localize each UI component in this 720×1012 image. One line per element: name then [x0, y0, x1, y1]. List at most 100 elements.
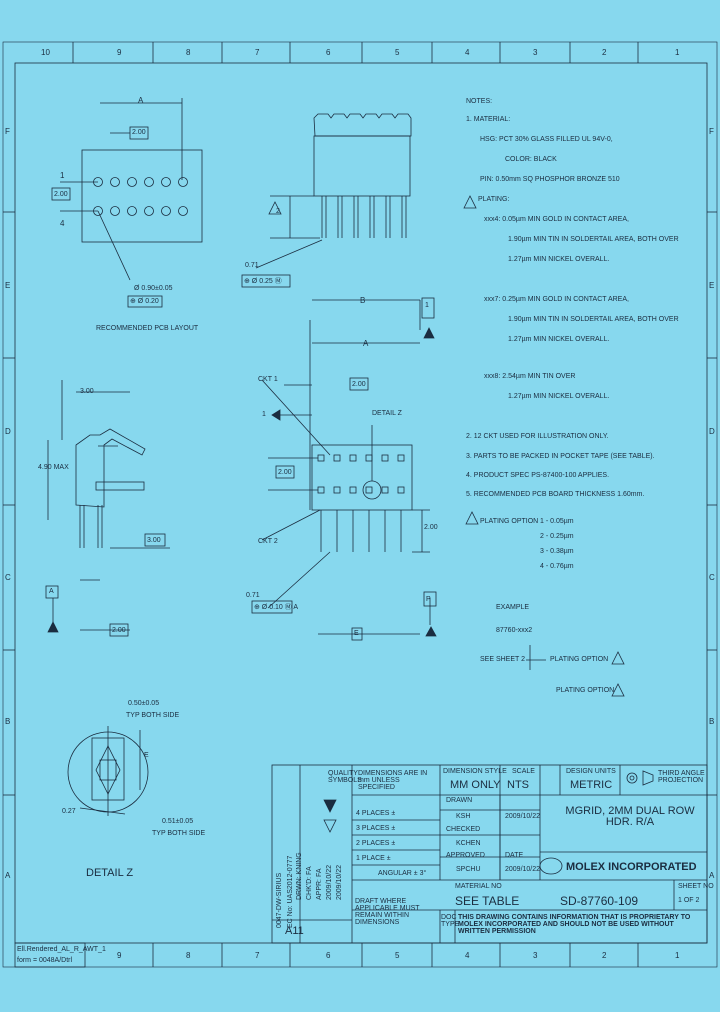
material-no: SEE TABLE [455, 894, 520, 908]
col-label: 8 [186, 48, 191, 57]
note-line: 4. PRODUCT SPEC PS-87400-100 APPLIES. [466, 472, 610, 479]
pitch-dimension: 2.00 [132, 129, 146, 136]
example-label: EXAMPLE [496, 604, 530, 611]
row-label: C [5, 573, 11, 582]
both-side-note: TYP BOTH SIDE [152, 830, 206, 837]
dimension-style-label: DIMENSION STYLE [443, 768, 507, 775]
plating-option-4: 4 - 0.76µm [540, 563, 574, 570]
scale-label: SCALE [512, 768, 535, 775]
date-line: 2009/10/22 [326, 864, 333, 900]
dim-b-label: B [360, 296, 366, 305]
approved-label: APPROVED [446, 852, 485, 859]
row-label: D [709, 427, 715, 436]
col-label: 7 [255, 951, 260, 960]
note-line: 1.90µm MIN TIN IN SOLDERTAIL AREA, BOTH … [508, 236, 679, 243]
note-line: 5. RECOMMENDED PCB BOARD THICKNESS 1.60m… [466, 491, 645, 498]
col-label: 6 [326, 951, 331, 960]
col-label: 10 [41, 48, 50, 57]
col-label: 6 [326, 48, 331, 57]
note-line: 3. PARTS TO BE PACKED IN POCKET TAPE (SE… [466, 453, 655, 460]
datum-label: 1 [425, 302, 429, 309]
note-line: COLOR: BLACK [505, 156, 557, 163]
note-line: 1.27µm MIN NICKEL OVERALL. [508, 336, 610, 343]
company-name: MOLEX INCORPORATED [566, 861, 697, 873]
plating-option-label: PLATING OPTION [550, 656, 609, 663]
tolerance-row: 1 PLACE ± [356, 855, 391, 862]
tolerance-row: 2 PLACES ± [356, 840, 396, 847]
draft-note: DRAFT WHERE APPLICABLE MUST REMAIN WITHI… [355, 898, 420, 926]
dim-a-label: A [363, 339, 369, 348]
col-label: 9 [117, 48, 122, 57]
drawn-by: DRWN: KNING [296, 852, 303, 900]
ckt2-label: CKT 2 [258, 538, 278, 545]
col-label: 4 [465, 951, 470, 960]
pcb-layout-caption: RECOMMENDED PCB LAYOUT [96, 325, 199, 332]
col-label: 3 [533, 48, 538, 57]
proprietary-notice: THIS DRAWING CONTAINS INFORMATION THAT I… [458, 914, 691, 935]
date-value: 2009/10/22 [505, 866, 541, 873]
row-label: D [5, 427, 11, 436]
note-line: xxx4: 0.05µm MIN GOLD IN CONTACT AREA, [484, 216, 629, 223]
lead-tolerance: ⊕ Ø 0.25 Ⓜ [244, 278, 282, 285]
checked-label: CHECKED [446, 826, 481, 833]
date-label: DATE [505, 852, 524, 859]
angular-tolerance: ANGULAR ± 3° [378, 870, 427, 877]
note-line: HSG: PCT 30% GLASS FILLED UL 94V-0, [480, 136, 613, 143]
pitch-dimension: 2.00 [352, 381, 366, 388]
form-label: form = 0048A/Dtrl [17, 957, 73, 964]
detail-dimension: 0.51±0.05 [162, 818, 194, 825]
col-label: 1 [675, 951, 680, 960]
side-dimension: 2.00 [424, 524, 438, 531]
pin-4-label: 4 [60, 219, 65, 228]
note-line: PIN: 0.50mm SQ PHOSPHOR BRONZE 510 [480, 176, 620, 183]
top-dimension: 3.00 [80, 388, 94, 395]
plating-dimension: 0.50±0.05 [128, 700, 160, 707]
sheet-label: SHEET NO [678, 883, 714, 890]
row-pitch-dimension: 2.00 [278, 469, 292, 476]
max-height-label: 4.90 MAX [38, 464, 69, 471]
pin-1-label: 1 [60, 171, 65, 180]
row-label: E [709, 281, 715, 290]
material-no-label: MATERIAL NO [455, 883, 502, 890]
datum-a-label: A [49, 588, 54, 595]
row-label: C [709, 573, 715, 582]
note-line: 1.27µm MIN NICKEL OVERALL. [508, 256, 610, 263]
notes-title: NOTES: [466, 98, 493, 105]
date-line: 2009/10/22 [336, 864, 343, 900]
dimension-style: MM ONLY [450, 779, 501, 791]
example-number: 87760-xxx2 [496, 627, 533, 634]
detail-ref: 0.27 [62, 808, 76, 815]
col-label: 9 [117, 951, 122, 960]
dimensions-note: DIMENSIONS ARE IN mm UNLESS SPECIFIED [358, 770, 428, 791]
col-label: 8 [186, 951, 191, 960]
col-label: 4 [465, 48, 470, 57]
datum-label: 1 [262, 411, 266, 418]
note-line: 1.27µm MIN NICKEL OVERALL. [508, 393, 610, 400]
col-label: 5 [395, 951, 400, 960]
col-label: 1 [675, 48, 680, 57]
design-units-label: DESIGN UNITS [566, 768, 616, 775]
scale-value: NTS [507, 779, 529, 791]
drawn-by-value: KSH [456, 813, 471, 820]
col-label: 5 [395, 48, 400, 57]
row-label: F [5, 127, 10, 136]
datum-p-label: P [426, 596, 431, 603]
note-line: xxx8: 2.54µm MIN TIN OVER [484, 373, 576, 380]
lead-ref-dimension: 0.71 [246, 592, 260, 599]
checked-by: CHK'D: FA [306, 866, 313, 900]
product-title: MGRID, 2MM DUAL ROW HDR. R/A [565, 805, 695, 828]
row-label: B [5, 717, 11, 726]
see-sheet-label: SEE SHEET 2 [480, 656, 526, 663]
row-label: A [5, 871, 11, 880]
checked-by-value: KCHEN [456, 840, 481, 847]
hole-diameter: Ø 0.90±0.05 [134, 285, 173, 292]
lead-tolerance: ⊕ Ø 0.10 Ⓜ A [254, 604, 298, 611]
sheet-number: 1 OF 2 [678, 897, 700, 904]
revision: A11 [285, 925, 304, 937]
note-line: PLATING: [478, 196, 510, 203]
row-label: B [709, 717, 715, 726]
row-label: A [709, 871, 715, 880]
bottom-dimension: 3.00 [147, 537, 161, 544]
file-name: Ell.Rendered_AL_R_AWT_1 [17, 946, 106, 953]
ec-number: EC No: UAS2012-0777 [287, 855, 294, 928]
